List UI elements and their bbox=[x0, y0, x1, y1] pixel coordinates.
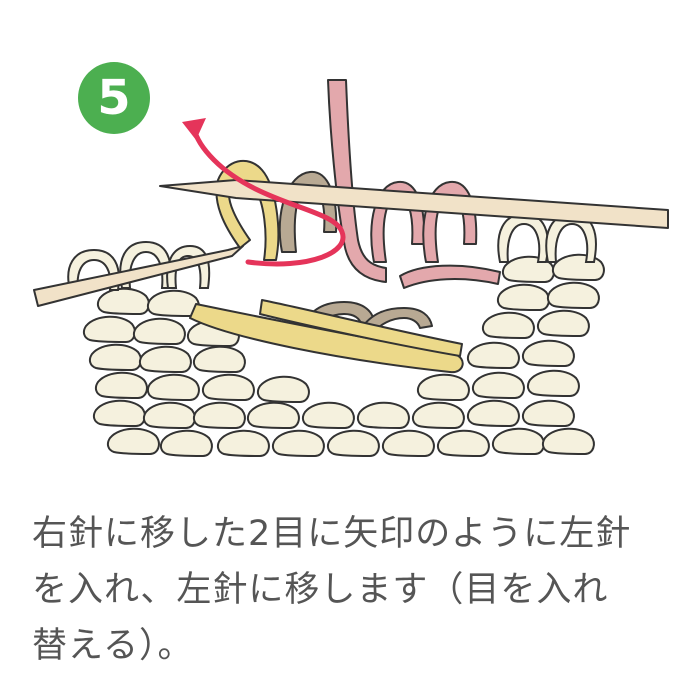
knitting-illustration bbox=[33, 79, 669, 457]
curved-arrow-icon bbox=[182, 118, 346, 267]
left-needle bbox=[33, 245, 244, 307]
step-badge: 5 bbox=[78, 62, 150, 134]
instruction-caption: 右針に移した2目に矢印のように左針 を入れ、左針に移します（目を入れ 替える）。 bbox=[32, 514, 632, 666]
right-needle bbox=[159, 179, 669, 229]
pink-yarn bbox=[327, 79, 501, 289]
